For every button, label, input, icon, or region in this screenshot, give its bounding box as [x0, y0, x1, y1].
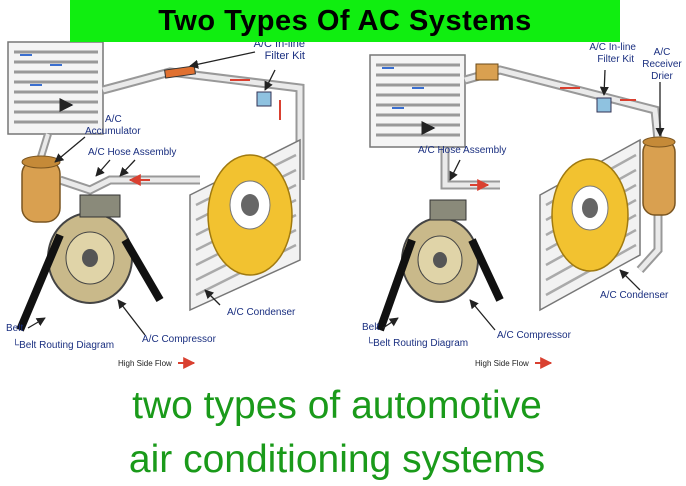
right-flow-legend: High Side Flow	[475, 359, 529, 368]
left-filter-kit	[256, 91, 272, 107]
left-accumulator	[21, 155, 61, 223]
left-belt-routing-label: └Belt Routing Diagram	[12, 338, 114, 351]
left-compressor-label: A/C Compressor	[142, 334, 217, 345]
right-belt-label: Belt	[362, 322, 379, 333]
right-hose-assembly-label: A/C Hose Assembly	[418, 145, 506, 156]
left-hose-assembly-label: A/C Hose Assembly	[88, 147, 176, 158]
left-belt-label: Belt	[6, 323, 23, 334]
right-compressor-label: A/C Compressor	[497, 330, 572, 341]
left-condenser	[189, 138, 301, 312]
left-leaders	[27, 51, 276, 336]
page-title: Two Types Of AC Systems	[158, 4, 532, 37]
right-condenser	[539, 138, 641, 312]
title-banner: Two Types Of AC Systems	[70, 0, 620, 42]
left-compressor	[16, 194, 164, 332]
right-belt-routing-label: └Belt Routing Diagram	[366, 336, 468, 349]
right-filter-kit	[596, 97, 612, 113]
right-compressor	[376, 199, 504, 332]
right-evaporator	[369, 54, 466, 148]
right-expansion-valve	[475, 63, 499, 81]
left-condenser-label: A/C Condenser	[227, 307, 296, 318]
right-receiver-drier	[642, 136, 676, 216]
left-evaporator	[7, 41, 104, 135]
left-orifice-tube	[164, 65, 196, 79]
left-pipes	[36, 67, 305, 195]
caption-line-2: air conditioning systems	[128, 438, 546, 481]
right-condenser-label: A/C Condenser	[600, 290, 669, 301]
caption-line-1: two types of automotive	[132, 384, 542, 427]
right-leaders	[382, 69, 665, 331]
left-flow-legend: High Side Flow	[118, 359, 172, 368]
